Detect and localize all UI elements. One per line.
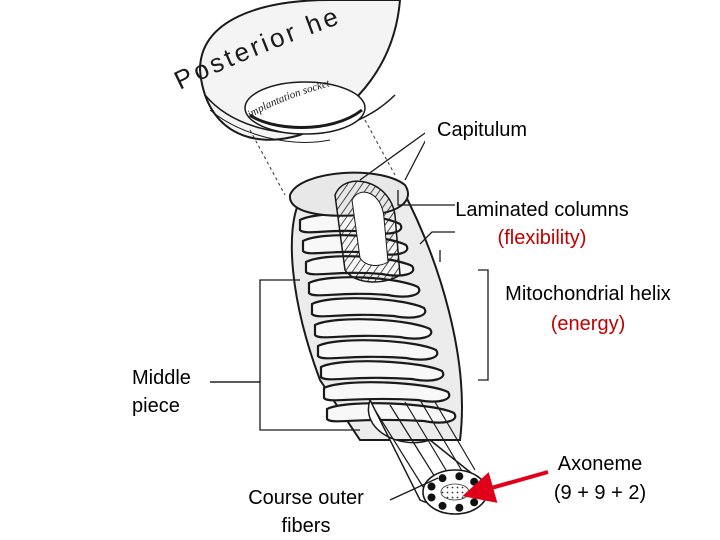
outer-fibers-label-line2: fibers bbox=[228, 514, 384, 538]
outer-fiber-dot bbox=[428, 483, 436, 491]
capitulum-label: Capitulum bbox=[437, 118, 527, 142]
outer-fiber-dot bbox=[455, 472, 463, 480]
outer-fiber-dot bbox=[428, 493, 436, 501]
outer-fiber-dot bbox=[470, 478, 478, 486]
middle-piece-label-line2: piece bbox=[132, 394, 180, 418]
outer-fiber-dot bbox=[470, 498, 478, 506]
outer-fibers-label-line1: Course outer bbox=[228, 486, 384, 510]
axoneme-label-line2: (9 + 9 + 2) bbox=[540, 481, 660, 505]
middle-piece-label-line1: Middle bbox=[132, 366, 191, 390]
mitochondrial-helix-label: Mitochondrial helix bbox=[478, 282, 698, 306]
laminated-columns-label: Laminated columns bbox=[424, 198, 660, 222]
outer-fiber-dot bbox=[439, 502, 447, 510]
blank-plate bbox=[198, 438, 250, 482]
outer-fiber-dot bbox=[455, 504, 463, 512]
mitochondrial-helix-note: (energy) bbox=[478, 312, 698, 336]
laminated-columns-note: (flexibility) bbox=[424, 226, 660, 250]
axoneme-label-line1: Axoneme bbox=[540, 452, 660, 476]
outer-fiber-dot bbox=[439, 474, 447, 482]
